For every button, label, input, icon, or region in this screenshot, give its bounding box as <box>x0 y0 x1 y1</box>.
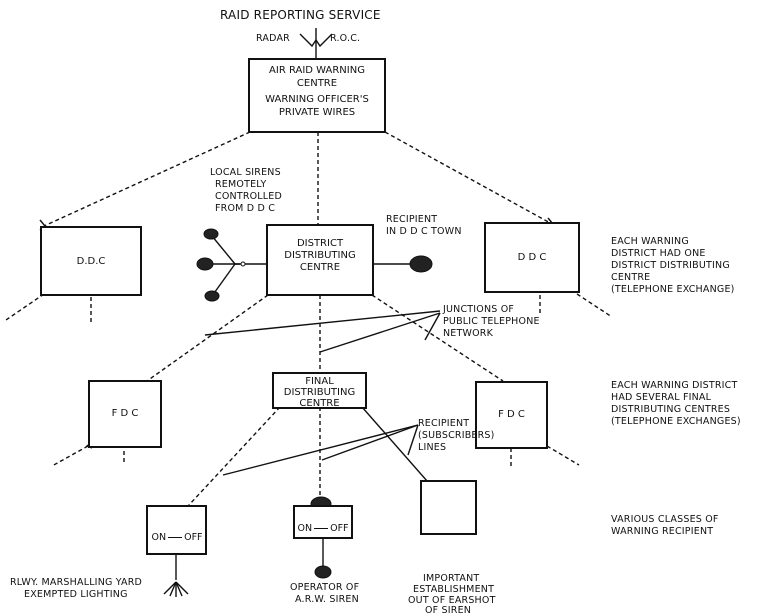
fdc-left-label: F D C <box>111 408 139 419</box>
bottom-center-line2: A.R.W. SIREN <box>295 594 359 605</box>
ddc-note-line2: DISTRICT HAD ONE <box>611 248 706 259</box>
recipient-box-left: ON OFF <box>146 505 207 555</box>
local-sirens-line2: REMOTELY <box>215 179 267 190</box>
recipient-lines-line3: LINES <box>418 442 447 453</box>
recipient-lines-line1: RECIPIENT <box>418 418 470 429</box>
ddc-note-line3: DISTRICT DISTRIBUTING <box>611 260 730 271</box>
local-sirens-line1: LOCAL SIRENS <box>210 167 281 178</box>
ddc-note-line1: EACH WARNING <box>611 236 689 247</box>
telephone-icon-town <box>409 255 433 273</box>
fdc-left-out <box>51 445 89 467</box>
air-raid-warning-centre-box: AIR RAID WARNING CENTRE WARNING OFFICER'… <box>248 58 386 133</box>
junctions-line2: PUBLIC TELEPHONE <box>443 316 540 327</box>
lamp-ray-2 <box>169 581 177 597</box>
ddc-note-line4: CENTRE <box>611 272 651 283</box>
roc-feed-line <box>315 33 333 48</box>
arwc-to-ddc-right <box>384 131 553 225</box>
bottom-left-line2: EXEMPTED LIGHTING <box>24 589 128 600</box>
on-label-center: ON <box>297 523 313 534</box>
fdc-center-line3: CENTRE <box>299 398 340 409</box>
fdc-to-recip-left <box>175 406 281 520</box>
recipient-box-right <box>420 480 477 535</box>
bottom-right-line4: OF SIREN <box>425 605 472 616</box>
final-distributing-centre-box: FINAL DISTRIBUTING CENTRE <box>272 372 367 409</box>
bottom-right-line2: ESTABLISHMENT <box>413 584 495 595</box>
arwc-title-line1: AIR RAID WARNING <box>269 65 365 76</box>
junction-ptr-1 <box>204 310 441 336</box>
roc-label: R.O.C. <box>330 33 361 44</box>
recipient-box-center: ON OFF <box>293 505 353 539</box>
ddc-note-line5: (TELEPHONE EXCHANGE) <box>611 284 735 295</box>
junctions-line3: NETWORK <box>443 328 494 339</box>
recipient-ddc-line1: RECIPIENT <box>386 214 438 225</box>
recipient-lines-line2: (SUBSCRIBERS) <box>418 430 495 441</box>
ddc-center-line3: CENTRE <box>299 262 341 273</box>
recip-ptr-2 <box>321 424 419 461</box>
junction-ptr-3 <box>424 312 441 341</box>
ddc-right-label: D D C <box>517 252 547 263</box>
fdc-left-box: F D C <box>88 380 162 448</box>
ddc-left-box: D.D.C <box>40 226 142 296</box>
fdc-note-line1: EACH WARNING DISTRICT <box>611 380 738 391</box>
lamp-ray-4 <box>175 581 183 597</box>
bottom-center-line1: OPERATOR OF <box>290 582 360 593</box>
siren-operator-icon <box>314 565 332 579</box>
ddc-center-line1: DISTRICT <box>296 238 344 249</box>
lamp-ray-5 <box>175 581 189 595</box>
radar-feed-line <box>299 33 317 48</box>
fdc-right-out <box>546 445 580 466</box>
lamp-ray-1 <box>163 581 177 595</box>
fdc-right-label: F D C <box>498 409 525 420</box>
arwc-title-line2: CENTRE <box>296 78 338 89</box>
siren-wire-3 <box>211 263 236 297</box>
arwc-sub-line1: WARNING OFFICER'S <box>265 94 369 105</box>
junctions-line1: JUNCTIONS OF <box>443 304 515 315</box>
bottom-left-line1: RLWY. MARSHALLING YARD <box>10 577 143 588</box>
raid-reporting-service-label: RAID REPORTING SERVICE <box>220 8 381 22</box>
junction-ptr-2 <box>319 312 441 353</box>
local-sirens-line3: CONTROLLED <box>215 191 283 202</box>
local-sirens-line4: FROM D D C <box>215 203 276 214</box>
radar-label: RADAR <box>256 33 290 44</box>
speaker-icon <box>240 261 246 267</box>
recipient-ddc-line2: IN D D C TOWN <box>386 226 462 237</box>
off-label-left: OFF <box>184 532 203 543</box>
ddc-left-label: D.D.C <box>76 256 106 267</box>
siren-icon-2 <box>196 257 214 271</box>
ddc-to-fdc-right <box>371 294 504 382</box>
ddc-left-down-left <box>5 293 45 321</box>
on-label-left: ON <box>151 532 167 543</box>
siren-wire-1 <box>211 235 236 265</box>
recipient-note-line1: VARIOUS CLASSES OF <box>611 514 719 525</box>
siren-icon-1 <box>203 228 219 240</box>
bottom-right-line1: IMPORTANT <box>423 573 480 584</box>
siren-icon-3 <box>204 290 220 302</box>
ddc-right-down-right <box>576 293 613 318</box>
ddc-center-line2: DISTRIBUTING <box>284 250 356 261</box>
arwc-to-ddc-left <box>43 131 251 227</box>
fdc-right-box: F D C <box>475 381 548 449</box>
off-label-center: OFF <box>330 523 349 534</box>
recip-ptr-3 <box>407 424 419 456</box>
arwc-sub-line2: PRIVATE WIRES <box>278 107 356 118</box>
bottom-right-line3: OUT OF EARSHOT <box>408 595 496 606</box>
fdc-center-line1: FINAL <box>305 376 334 387</box>
fdc-note-line4: (TELEPHONE EXCHANGES) <box>611 416 741 427</box>
on-off-switch-left: ON OFF <box>150 533 204 543</box>
ddc-right-box: D D C <box>484 222 580 293</box>
recip-ptr-1 <box>222 424 419 476</box>
district-distributing-centre-box: DISTRICT DISTRIBUTING CENTRE <box>266 224 374 296</box>
recipient-note-line2: WARNING RECIPIENT <box>611 526 714 537</box>
ddc-to-fdc-left <box>146 294 269 382</box>
fdc-note-line2: HAD SEVERAL FINAL <box>611 392 712 403</box>
fdc-note-line3: DISTRIBUTING CENTRES <box>611 404 731 415</box>
fdc-center-line2: DISTRIBUTING <box>283 387 356 398</box>
on-off-switch-center: ON OFF <box>296 524 350 534</box>
